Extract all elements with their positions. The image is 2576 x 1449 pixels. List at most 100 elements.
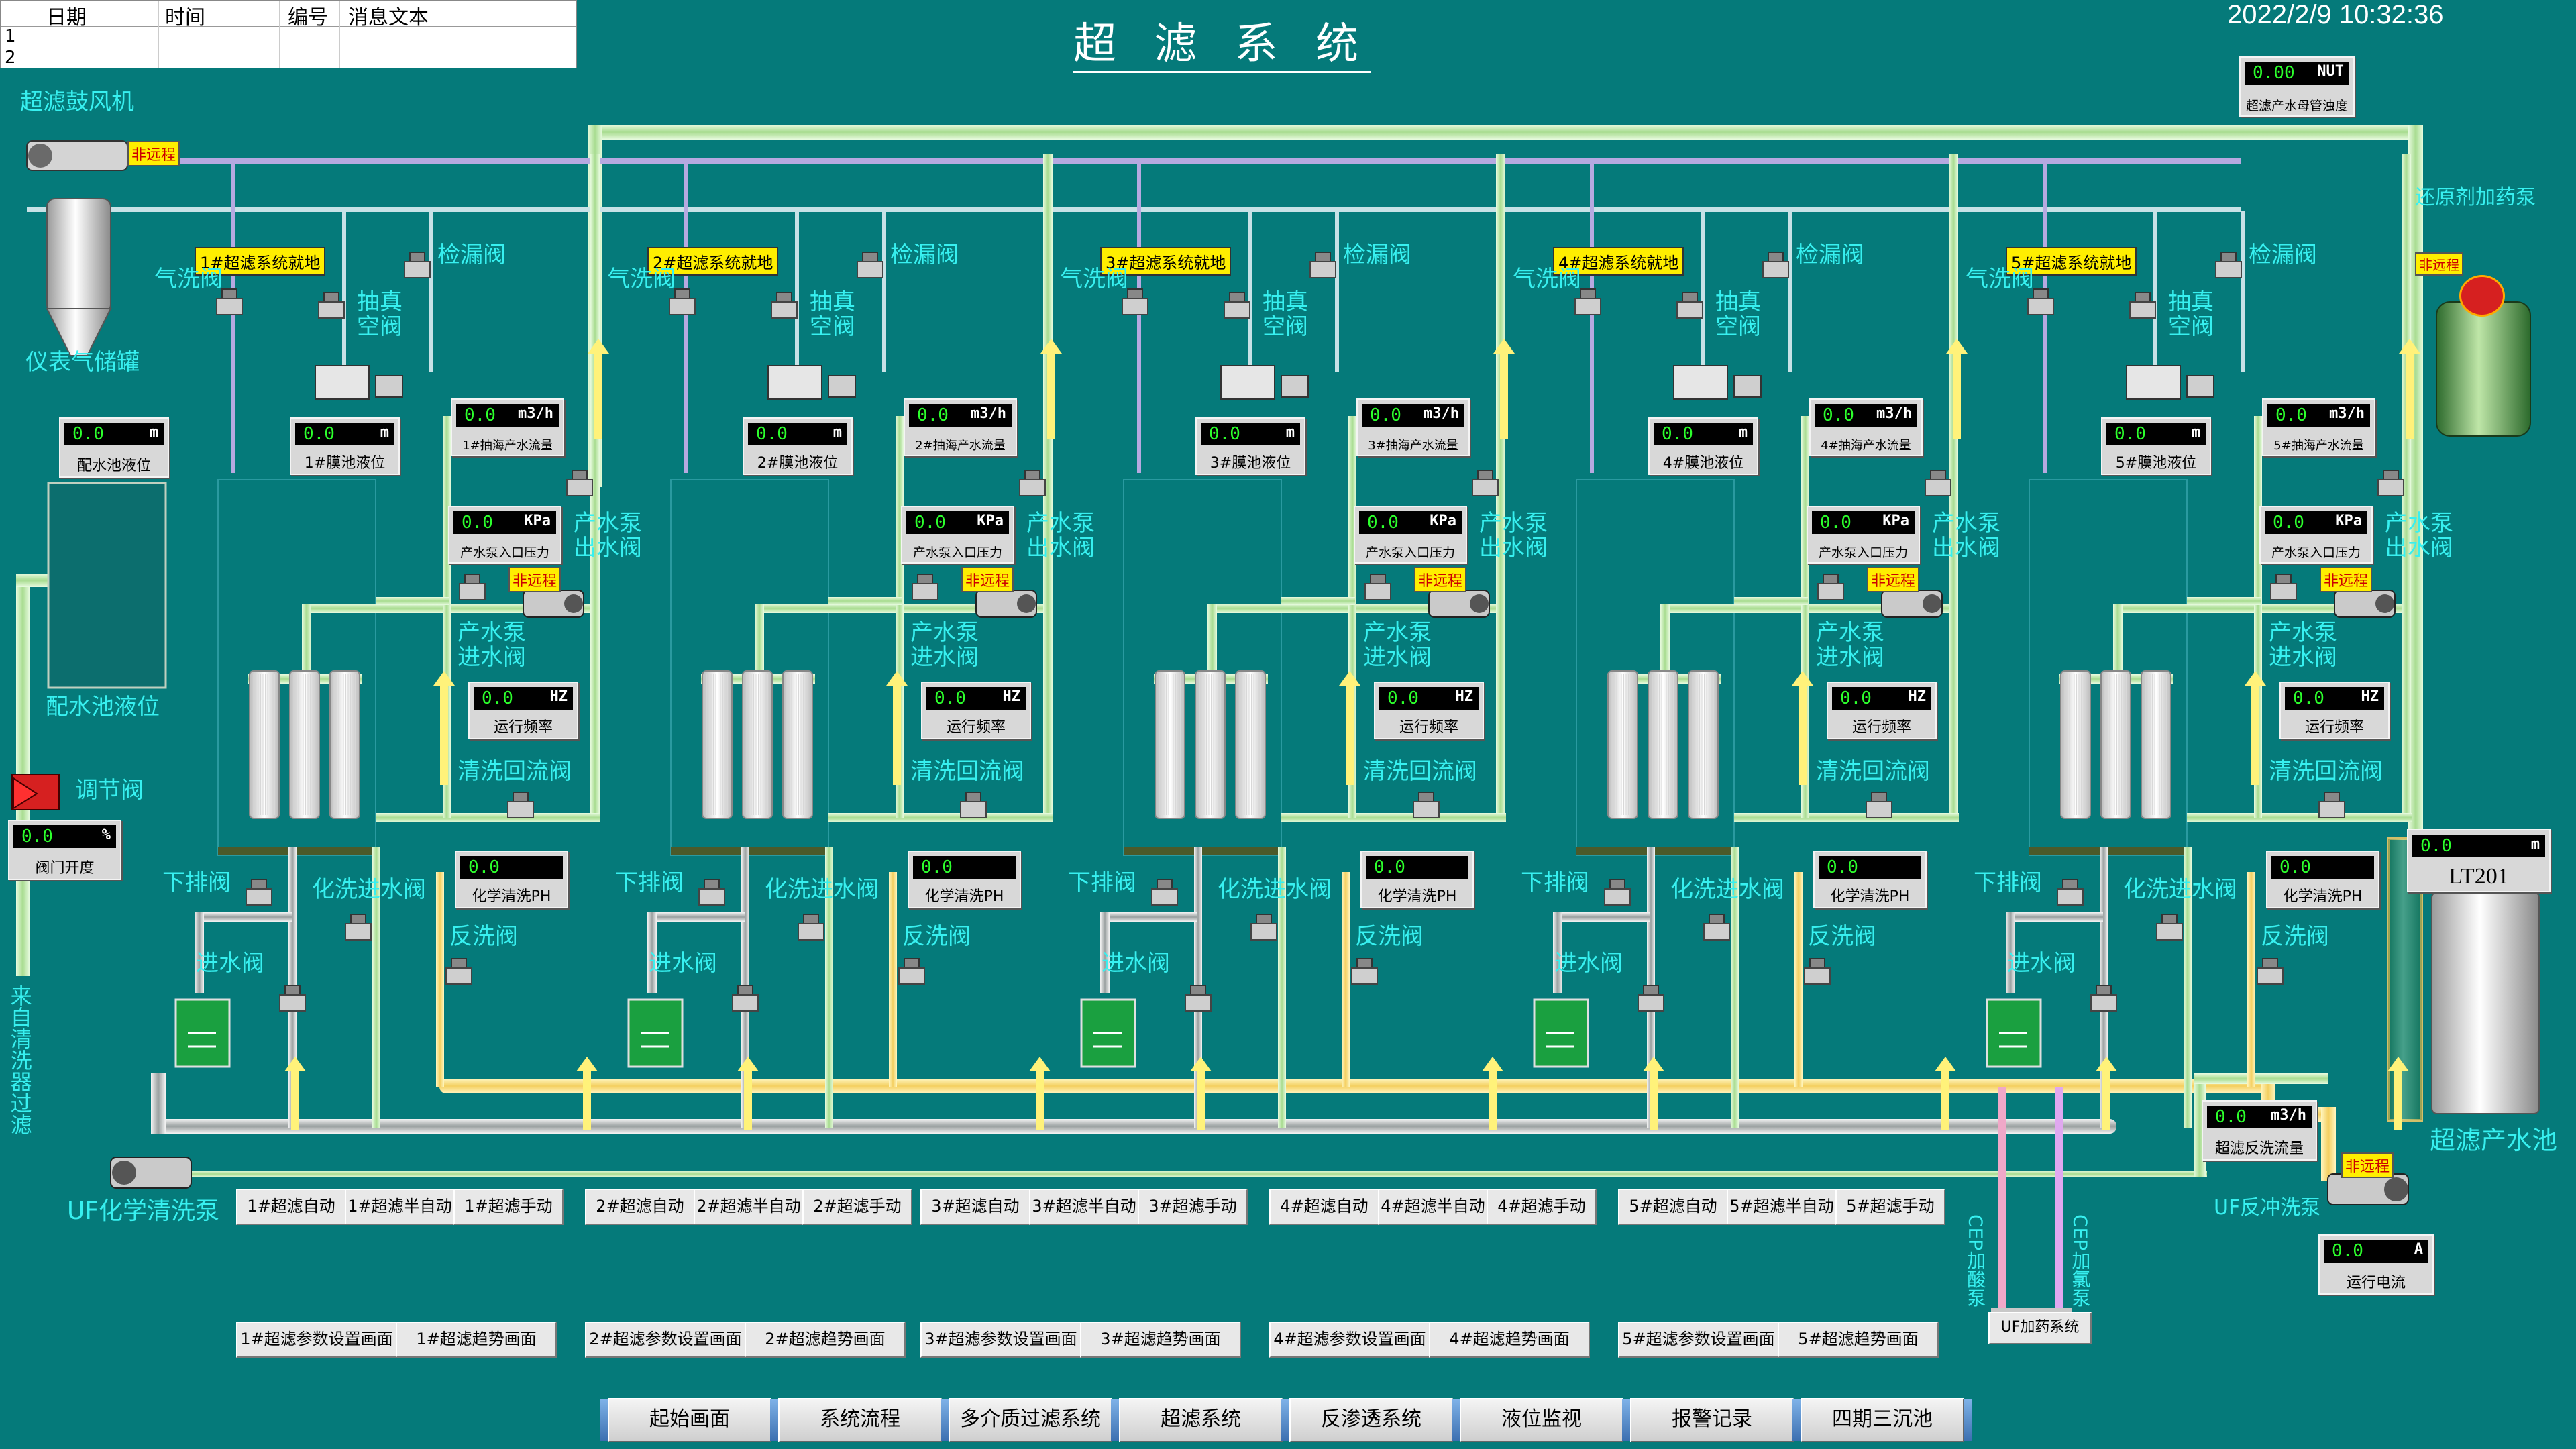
unit-4-leak-check-valve[interactable] <box>1760 252 1789 278</box>
unit-3-pump-out-valve[interactable] <box>1469 470 1499 496</box>
unit-1-chem-in-valve[interactable] <box>342 914 372 941</box>
unit-2-chem-in-valve[interactable] <box>795 914 824 941</box>
unit-1-clean-return-valve[interactable] <box>504 792 534 818</box>
unit-1-pump-out-valve[interactable] <box>564 470 593 496</box>
unit-5-air-wash-valve[interactable] <box>2025 288 2054 315</box>
unit-5-leak-check-valve[interactable] <box>2212 252 2242 278</box>
unit-3-clean-return-valve[interactable] <box>1410 792 1440 818</box>
unit-1-semi-auto-button[interactable]: 1#超滤半自动 <box>345 1189 455 1225</box>
unit-4-drain-valve[interactable] <box>1601 879 1631 906</box>
unit-3-param-button[interactable]: 3#超滤参数设置画面 <box>920 1322 1081 1358</box>
unit-5-vacuum-valve[interactable] <box>2127 292 2156 319</box>
unit-1-auto-button[interactable]: 1#超滤自动 <box>236 1189 346 1225</box>
unit-2-vacuum-valve[interactable] <box>768 292 798 319</box>
unit-5-manual-button[interactable]: 5#超滤手动 <box>1835 1189 1945 1225</box>
unit-2-product-pump[interactable] <box>976 589 1038 619</box>
nav-button-3[interactable]: 多介质过滤系统 <box>941 1398 1120 1442</box>
unit-2-semi-auto-button[interactable]: 2#超滤半自动 <box>694 1189 804 1225</box>
nav-button-5[interactable]: 反渗透系统 <box>1281 1398 1461 1442</box>
unit-5-param-button[interactable]: 5#超滤参数设置画面 <box>1618 1322 1779 1358</box>
reg-valve[interactable] <box>11 770 60 813</box>
unit-4-product-pump[interactable] <box>1882 589 1943 619</box>
nav-button-4[interactable]: 超滤系统 <box>1111 1398 1291 1442</box>
unit-3-manual-button[interactable]: 3#超滤手动 <box>1138 1189 1248 1225</box>
unit-5-pump-in-valve[interactable] <box>2267 574 2297 600</box>
chem-clean-pump[interactable] <box>111 1157 193 1189</box>
product-tank-label: 超滤产水池 <box>2430 1126 2558 1155</box>
unit-1-vacuum-valve[interactable] <box>315 292 345 319</box>
unit-2-leak-check-valve[interactable] <box>854 252 883 278</box>
unit-2-backwash-valve[interactable] <box>896 958 925 985</box>
reg-valve-label: 调节阀 <box>75 777 144 804</box>
unit-1-product-pump[interactable] <box>523 589 585 619</box>
unit-2-manual-button[interactable]: 2#超滤手动 <box>802 1189 912 1225</box>
unit-1-backwash-valve[interactable] <box>443 958 472 985</box>
unit-4-inlet-valve[interactable] <box>1635 985 1664 1012</box>
unit-3-semi-auto-button[interactable]: 3#超滤半自动 <box>1029 1189 1139 1225</box>
unit-2-auto-button[interactable]: 2#超滤自动 <box>585 1189 695 1225</box>
backwash-pump[interactable] <box>2328 1174 2410 1206</box>
unit-3-drain-valve[interactable] <box>1148 879 1178 906</box>
unit-4-chem-in-valve[interactable] <box>1701 914 1730 941</box>
reducer-pump[interactable] <box>2459 275 2505 317</box>
nav-button-2[interactable]: 系统流程 <box>770 1398 950 1442</box>
nav-button-8[interactable]: 四期三沉池 <box>1792 1398 1972 1442</box>
unit-3-inlet-valve[interactable] <box>1182 985 1212 1012</box>
uf-dosing-button[interactable]: UF加药系统 <box>1988 1312 2092 1344</box>
alarm-header-time: 时间 <box>165 7 205 29</box>
unit-2-param-button[interactable]: 2#超滤参数设置画面 <box>585 1322 746 1358</box>
unit-5-inlet-valve[interactable] <box>2088 985 2117 1012</box>
nav-button-6[interactable]: 液位监视 <box>1452 1398 1631 1442</box>
unit-1-air-wash-valve[interactable] <box>213 288 243 315</box>
unit-5-trend-button[interactable]: 5#超滤趋势画面 <box>1778 1322 1939 1358</box>
unit-5-clean-return-valve[interactable] <box>2316 792 2345 818</box>
unit-3-chem-in-valve[interactable] <box>1248 914 1277 941</box>
unit-3-leak-check-valve[interactable] <box>1307 252 1336 278</box>
unit-2-inlet-valve[interactable] <box>729 985 759 1012</box>
unit-4-pump-out-valve[interactable] <box>1922 470 1951 496</box>
unit-4-semi-auto-button[interactable]: 4#超滤半自动 <box>1378 1189 1488 1225</box>
unit-5-auto-button[interactable]: 5#超滤自动 <box>1618 1189 1728 1225</box>
unit-1-drain-valve[interactable] <box>243 879 272 906</box>
unit-2-air-wash-valve[interactable] <box>666 288 696 315</box>
unit-4-manual-button[interactable]: 4#超滤手动 <box>1487 1189 1597 1225</box>
unit-2-drain-valve[interactable] <box>696 879 725 906</box>
unit-4-air-wash-valve[interactable] <box>1572 288 1601 315</box>
unit-3-vacuum-valve[interactable] <box>1221 292 1250 319</box>
unit-4-clean-return-valve[interactable] <box>1863 792 1892 818</box>
unit-1-inlet-valve[interactable] <box>276 985 306 1012</box>
unit-4-vacuum-valve[interactable] <box>1674 292 1703 319</box>
unit-3-air-wash-valve[interactable] <box>1119 288 1148 315</box>
unit-4-param-button[interactable]: 4#超滤参数设置画面 <box>1269 1322 1430 1358</box>
unit-1-leak-check-valve[interactable] <box>401 252 431 278</box>
unit-5-drain-valve[interactable] <box>2054 879 2084 906</box>
unit-3-product-pump[interactable] <box>1429 589 1491 619</box>
unit-5-semi-auto-button[interactable]: 5#超滤半自动 <box>1727 1189 1837 1225</box>
unit-2-trend-button[interactable]: 2#超滤趋势画面 <box>745 1322 906 1358</box>
unit-5-backwash-valve[interactable] <box>2254 958 2284 985</box>
unit-4-backwash-valve[interactable] <box>1801 958 1831 985</box>
unit-2-clean-return-valve[interactable] <box>957 792 987 818</box>
unit-2-pump-out-valve[interactable] <box>1016 470 1046 496</box>
nav-button-7[interactable]: 报警记录 <box>1622 1398 1802 1442</box>
alarm-table[interactable]: 日期 时间 编号 消息文本 1 2 <box>0 0 577 68</box>
unit-2-pump-in-valve[interactable] <box>909 574 938 600</box>
unit-3-pump-in-valve[interactable] <box>1362 574 1391 600</box>
unit-3-backwash-valve[interactable] <box>1348 958 1378 985</box>
unit-5-product-pump[interactable] <box>2334 589 2396 619</box>
unit-1-trend-button[interactable]: 1#超滤趋势画面 <box>396 1322 557 1358</box>
nav-button-1[interactable]: 起始画面 <box>600 1398 780 1442</box>
unit-5-chem-in-valve[interactable] <box>2153 914 2183 941</box>
unit-4-trend-button[interactable]: 4#超滤趋势画面 <box>1429 1322 1590 1358</box>
unit-1-pump-in-valve[interactable] <box>456 574 486 600</box>
unit-5-pump-out-valve[interactable] <box>2375 470 2404 496</box>
unit-1-param-button[interactable]: 1#超滤参数设置画面 <box>236 1322 397 1358</box>
unit-4-auto-button[interactable]: 4#超滤自动 <box>1269 1189 1379 1225</box>
unit-2-clean-return-label: 清洗回流阀 <box>910 758 1024 785</box>
unit-3-backwash-label: 反洗阀 <box>1355 923 1424 950</box>
unit-1-manual-button[interactable]: 1#超滤手动 <box>453 1189 564 1225</box>
unit-4-pump-in-valve[interactable] <box>1815 574 1844 600</box>
unit-3-trend-button[interactable]: 3#超滤趋势画面 <box>1080 1322 1241 1358</box>
unit-3-auto-button[interactable]: 3#超滤自动 <box>920 1189 1030 1225</box>
